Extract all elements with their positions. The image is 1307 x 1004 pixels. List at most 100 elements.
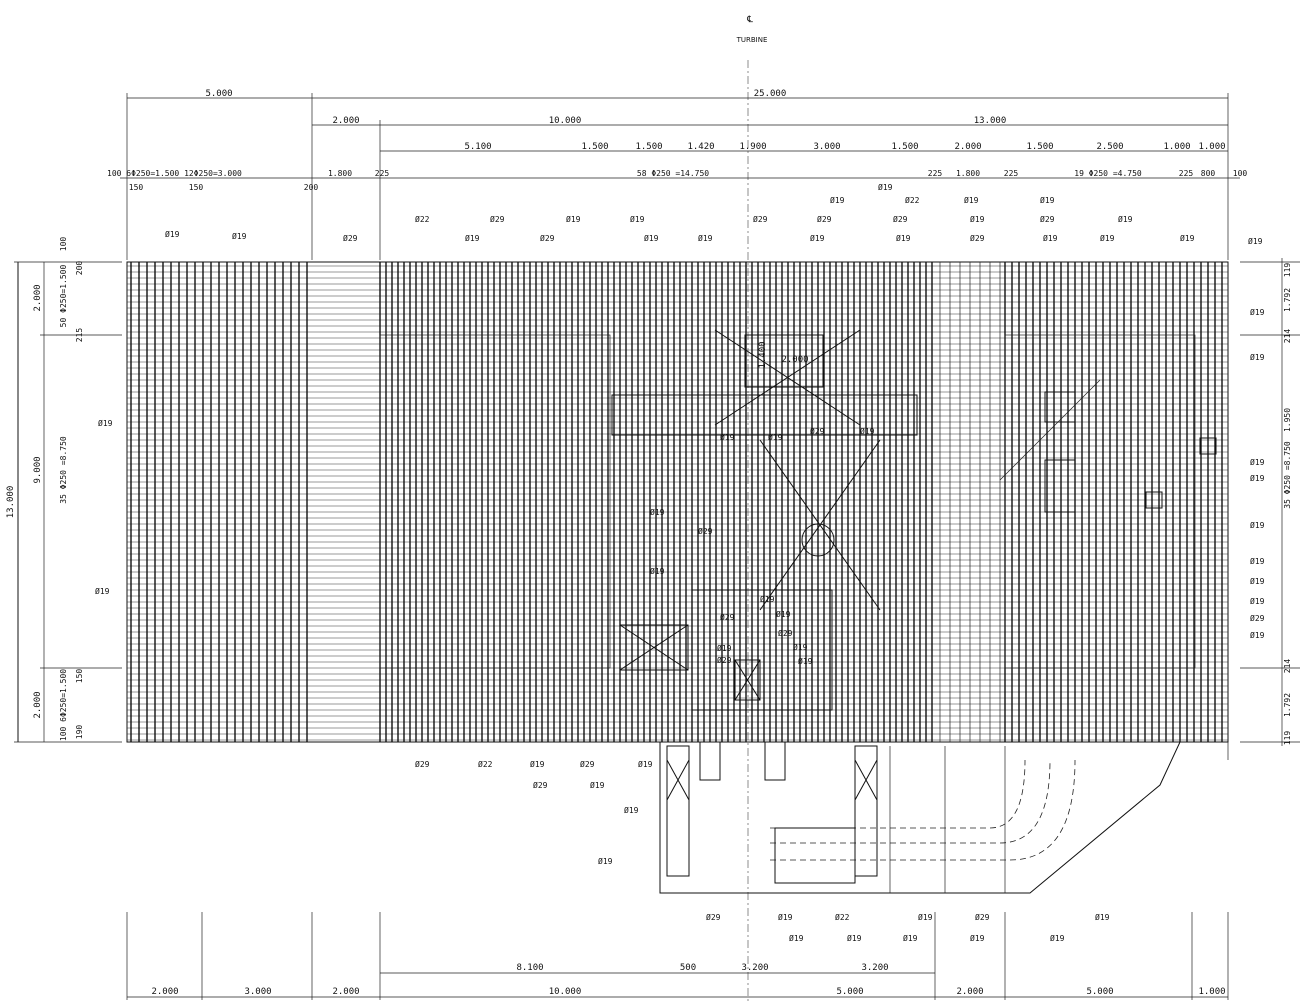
rebar-callout: Ø19 [1250, 556, 1265, 566]
dim-top-5000: 5.000 [205, 89, 232, 99]
rebar-callout: Ø19 [903, 933, 918, 943]
dim-right-1792b: 1.792 [1283, 693, 1292, 717]
rebar-callout: Ø19 [1180, 233, 1195, 243]
rebar-callout: Ø29 [717, 655, 732, 665]
spec-left-3: 100 6Φ250=1.500 [59, 669, 68, 741]
dim-bottom-8100: 8.100 [516, 963, 543, 973]
dim-top-1000a: 1.000 [1163, 142, 1190, 152]
rebar-callout: Ø19 [165, 229, 180, 239]
rebar-callout: Ø19 [768, 432, 783, 442]
dim-top-225a: 225 [375, 169, 390, 178]
dim-left-13000: 13.000 [6, 486, 16, 519]
dim-top-100: 100 [1233, 169, 1248, 178]
rebar-callout: Ø22 [415, 214, 430, 224]
rebar-callout: Ø19 [630, 214, 645, 224]
spec-left-2: 35 Φ250 =8.750 [59, 436, 68, 504]
rebar-callout: Ø19 [1250, 352, 1265, 362]
dim-bottom-10000: 10.000 [549, 987, 582, 997]
rebar-callout: Ø19 [830, 195, 845, 205]
dim-top-1800b: 1.800 [956, 169, 980, 178]
rebar-callout: Ø29 [580, 759, 595, 769]
rebar-callout: Ø19 [860, 426, 875, 436]
bottom-dimension-chain: 8.100 500 3.200 3.200 2.000 3.000 2.000 … [126, 912, 1229, 1000]
dim-top-13000: 13.000 [974, 116, 1007, 126]
dim-bottom-5000b: 5.000 [1086, 987, 1113, 997]
dim-top-1900: 1.900 [739, 142, 766, 152]
pedestal-outlines: 2.000 1.400 [379, 329, 1217, 711]
spec-top-left: 100 6Φ250=1.500 12Φ250=3.000 [107, 169, 242, 178]
dim-left-215: 215 [75, 328, 84, 343]
dim-top-2000: 2.000 [332, 116, 359, 126]
rebar-callout: Ø19 [778, 912, 793, 922]
rebar-callout: Ø19 [964, 195, 979, 205]
rebar-callout: Ø19 [598, 856, 613, 866]
dim-top-1500b: 1.500 [635, 142, 662, 152]
rebar-callout: Ø29 [1040, 214, 1055, 224]
rebar-callout: Ø22 [478, 759, 493, 769]
dim-top-1500d: 1.500 [1026, 142, 1053, 152]
rebar-callout: Ø19 [232, 231, 247, 241]
rebar-callout: Ø19 [970, 214, 985, 224]
dim-top-225d: 225 [1179, 169, 1194, 178]
dim-right-214b: 214 [1283, 659, 1292, 674]
rebar-callout: Ø19 [650, 566, 665, 576]
top-dimension-chain: 5.000 25.000 2.000 10.000 13.000 5.100 1… [107, 89, 1247, 260]
rebar-callout: Ø19 [1250, 457, 1265, 467]
rebar-callout: Ø29 [533, 780, 548, 790]
rebar-callout: Ø19 [1250, 473, 1265, 483]
detail-box-height: 1.400 [758, 341, 768, 368]
rebar-callout: Ø19 [530, 759, 545, 769]
rebar-callout: Ø19 [970, 933, 985, 943]
foundation-slab [126, 261, 1229, 743]
rebar-callout: Ø29 [1250, 613, 1265, 623]
dim-left-9000: 9.000 [33, 456, 43, 483]
rebar-callout: Ø19 [1250, 630, 1265, 640]
dim-top-1500c: 1.500 [891, 142, 918, 152]
rebar-callout: Ø19 [798, 656, 813, 666]
dim-bottom-1000: 1.000 [1198, 987, 1225, 997]
rebar-callout: Ø22 [905, 195, 920, 205]
rebar-callout: Ø29 [540, 233, 555, 243]
turbine-title: TURBINE [736, 36, 768, 44]
detail-box-width: 2.000 [781, 355, 808, 365]
dim-bottom-5000a: 5.000 [836, 987, 863, 997]
rebar-grid [127, 262, 1228, 742]
dim-top-10000: 10.000 [549, 116, 582, 126]
dim-bottom-3200b: 3.200 [861, 963, 888, 973]
rebar-callout: Ø19 [1250, 520, 1265, 530]
rebar-callout: Ø19 [98, 418, 113, 428]
rebar-callout: Ø22 [835, 912, 850, 922]
rebar-callout: Ø29 [415, 759, 430, 769]
rebar-callout: Ø19 [847, 933, 862, 943]
rebar-callout: Ø19 [566, 214, 581, 224]
rebar-callout: Ø19 [644, 233, 659, 243]
rebar-callout: Ø29 [753, 214, 768, 224]
rebar-callout: Ø29 [720, 612, 735, 622]
rebar-callout: Ø29 [817, 214, 832, 224]
rebar-callout: Ø19 [760, 594, 775, 604]
dim-top-1000b: 1.000 [1198, 142, 1225, 152]
detail-box [744, 334, 824, 388]
rebar-callout: Ø29 [970, 233, 985, 243]
dim-top-5100: 5.100 [464, 142, 491, 152]
dim-right-119b: 119 [1283, 731, 1292, 746]
dim-top-150a: 150 [129, 183, 144, 192]
dim-bottom-2000c: 2.000 [956, 987, 983, 997]
dim-top-2000b: 2.000 [954, 142, 981, 152]
dim-left-150: 150 [75, 669, 84, 684]
rebar-callout: Ø19 [650, 507, 665, 517]
lower-extension [659, 741, 1181, 894]
rebar-callout: Ø19 [590, 780, 605, 790]
dim-top-800: 800 [1201, 169, 1216, 178]
dim-top-2500: 2.500 [1096, 142, 1123, 152]
rebar-callout: Ø19 [1248, 236, 1263, 246]
rebar-callout: Ø19 [1250, 596, 1265, 606]
dim-top-1500a: 1.500 [581, 142, 608, 152]
rebar-callout: Ø19 [1250, 576, 1265, 586]
turbine-center-circle [801, 523, 835, 557]
rebar-callout: Ø29 [490, 214, 505, 224]
rebar-callout: Ø19 [918, 912, 933, 922]
dim-bottom-3200a: 3.200 [741, 963, 768, 973]
spec-top-right: 19 Φ250 =4.750 [1074, 169, 1142, 178]
dim-bottom-2000a: 2.000 [151, 987, 178, 997]
